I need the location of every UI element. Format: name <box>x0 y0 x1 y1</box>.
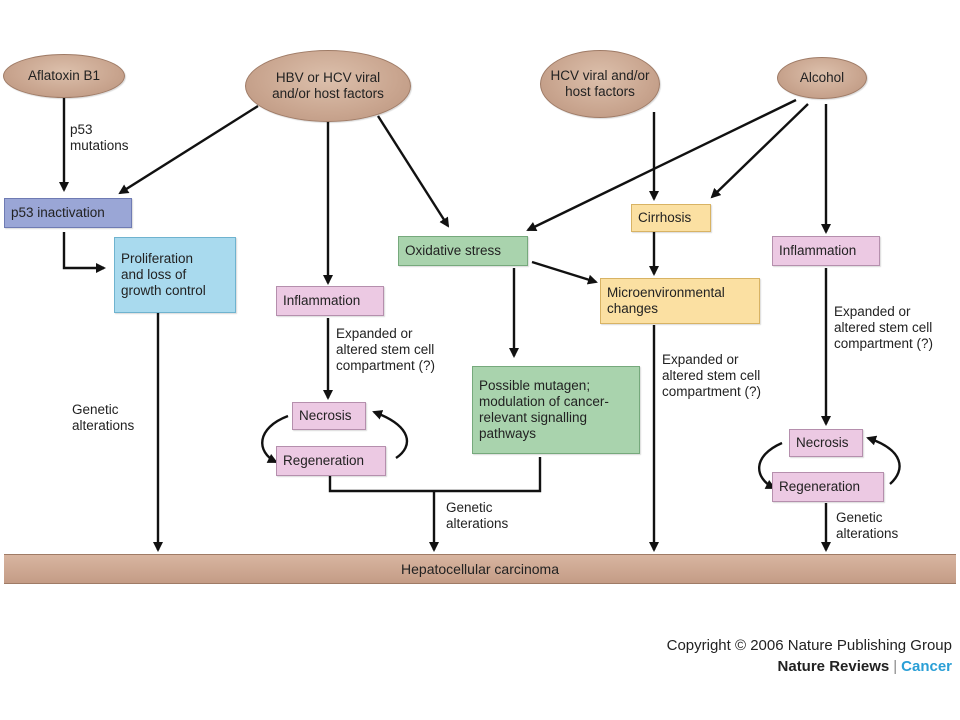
hcc-outcome-label: Hepatocellular carcinoma <box>401 561 559 577</box>
inflammation-right-box: Inflammation <box>772 236 880 266</box>
necrosis-left-box: Necrosis <box>292 402 366 430</box>
label-p53-mutations: p53 mutations <box>70 122 129 153</box>
label-stem-cell-1: Expanded or altered stem cell compartmen… <box>336 326 436 373</box>
arrow-alcohol-to-oxidative <box>526 98 797 232</box>
brand-name: Nature Reviews <box>777 658 890 675</box>
journal-line: Nature Reviews|Cancer <box>667 656 952 677</box>
arrow-alcohol-to-cirrhosis <box>710 103 809 199</box>
factor-alcohol: Alcohol <box>777 57 867 99</box>
oxidative-stress-box: Oxidative stress <box>398 236 528 266</box>
arrow-hbv-to-oxidative <box>376 115 450 228</box>
cycle-arrow-left-up <box>372 410 409 459</box>
mutagen-box: Possible mutagen; modulation of cancer- … <box>472 366 640 454</box>
label-genetic-alterations-1: Genetic alterations <box>72 402 135 433</box>
arrow-p53-to-proliferation <box>62 232 106 273</box>
label-stem-cell-2: Expanded or altered stem cell compartmen… <box>662 352 762 399</box>
microenvironmental-box: Microenvironmental changes <box>600 278 760 324</box>
cirrhosis-box: Cirrhosis <box>631 204 711 232</box>
arrow-hbv-to-p53 <box>118 104 259 195</box>
necrosis-right-box: Necrosis <box>789 429 863 457</box>
cycle-arrow-right-up <box>866 435 901 485</box>
regeneration-right-box: Regeneration <box>772 472 884 502</box>
label-genetic-alterations-3: Genetic alterations <box>836 510 899 541</box>
factor-aflatoxin: Aflatoxin B1 <box>3 54 125 98</box>
label-genetic-alterations-2: Genetic alterations <box>446 500 509 531</box>
regeneration-left-box: Regeneration <box>276 446 386 476</box>
label-stem-cell-3: Expanded or altered stem cell compartmen… <box>834 304 934 351</box>
p53-inactivation-box: p53 inactivation <box>4 198 132 228</box>
factor-hcv: HCV viral and/or host factors <box>540 50 660 118</box>
copyright-text: Copyright © 2006 Nature Publishing Group <box>666 637 952 654</box>
proliferation-box: Proliferation and loss of growth control <box>114 237 236 313</box>
journal-name: Cancer <box>901 658 952 675</box>
inflammation-left-box: Inflammation <box>276 286 384 316</box>
hcc-outcome-bar: Hepatocellular carcinoma <box>4 554 956 584</box>
cycle-arrow-right-down <box>758 441 783 490</box>
copyright-block: Copyright © 2006 Nature Publishing Group… <box>667 635 952 677</box>
arrow-oxidative-to-micro <box>531 260 598 285</box>
factor-hbv-hcv: HBV or HCV viral and/or host factors <box>245 50 411 122</box>
cycle-arrow-left-down <box>261 414 289 464</box>
brand-separator: | <box>893 658 898 675</box>
